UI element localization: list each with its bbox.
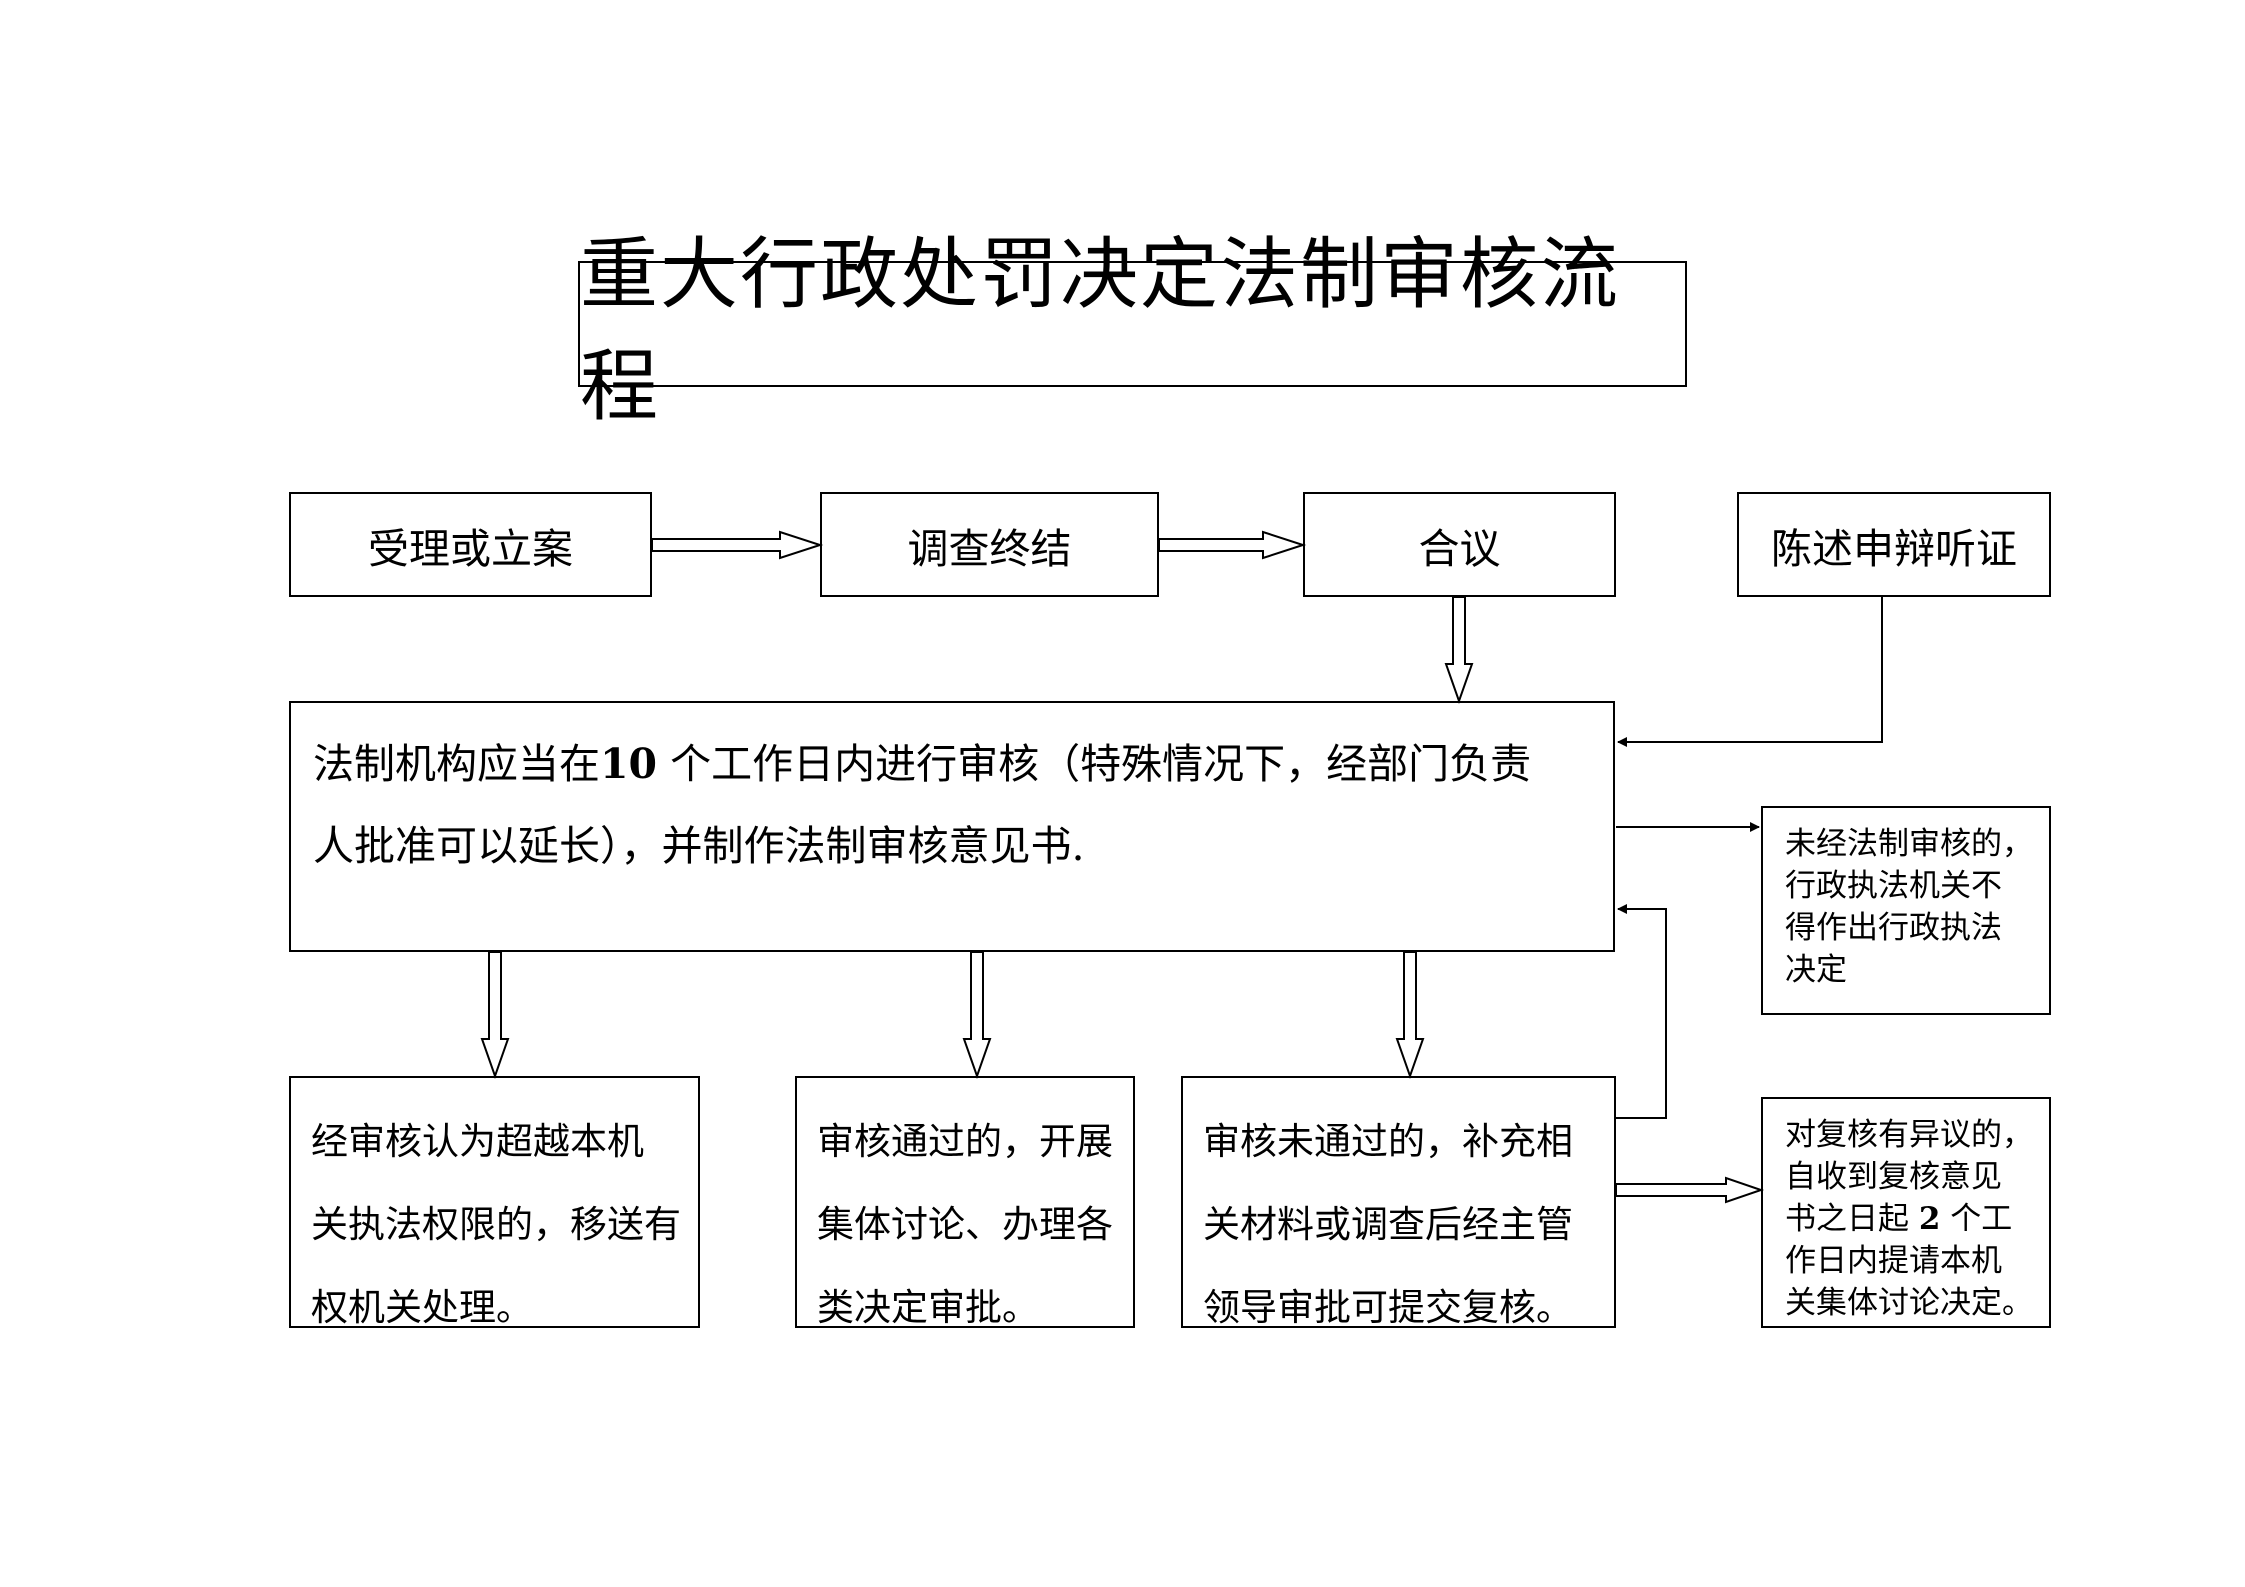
outcome-rejected-line-3: 领导审批可提交复核。 [1203, 1286, 1573, 1329]
unreviewed-note-box: 未经法制审核的， 行政执法机关不 得作出行政执法 决定 [1761, 806, 2051, 1015]
step-deliberate-box: 合议 [1303, 492, 1616, 597]
review-line-1: 法制机构应当在10 个工作日内进行审核（特殊情况下，经部门负责 [313, 723, 1593, 805]
legal-review-box: 法制机构应当在10 个工作日内进行审核（特殊情况下，经部门负责 人批准可以延长）… [289, 701, 1615, 952]
outcome-transfer-box: 经审核认为超越本机 关执法权限的，移送有 权机关处理。 [289, 1076, 700, 1329]
outcome-rejected-box: 审核未通过的，补充相 关材料或调查后经主管 领导审批可提交复核。 [1181, 1076, 1616, 1329]
objection-note-line-5: 关集体讨论决定。 [1785, 1285, 2033, 1321]
arrow-deliberate-to-review [1444, 596, 1474, 705]
objection-note-line-1: 对复核有异议的， [1785, 1117, 2033, 1153]
outcome-approved-line-3: 类决定审批。 [817, 1286, 1039, 1329]
flowchart-title: 重大行政处罚决定法制审核流程 [578, 230, 1687, 432]
outcome-transfer-line-2: 关执法权限的，移送有 [311, 1203, 681, 1246]
outcome-rejected-line-2: 关材料或调查后经主管 [1203, 1203, 1573, 1246]
arrow-review-to-transfer [480, 951, 510, 1080]
arrow-accept-to-investigate [651, 530, 824, 560]
step-investigate-label: 调查终结 [907, 524, 1072, 573]
review-line-1-a: 法制机构应当在 [313, 740, 600, 788]
review-line-2: 人批准可以延长），并制作法制审核意见书. [313, 822, 1085, 870]
objection-note-line-3: 书之日起 2 个工 [1785, 1198, 2039, 1240]
arrow-rejected-back-to-review [1616, 904, 1667, 1119]
unreviewed-note-line-3: 得作出行政执法 [1785, 910, 2002, 946]
arrow-review-to-rejected [1395, 951, 1425, 1080]
step-accept-label: 受理或立案 [368, 524, 573, 573]
arrow-review-to-approved [962, 951, 992, 1080]
unreviewed-note-line-2: 行政执法机关不 [1785, 868, 2002, 904]
step-accept-box: 受理或立案 [289, 492, 652, 597]
step-deliberate-label: 合议 [1418, 524, 1501, 573]
objection-note-box: 对复核有异议的， 自收到复核意见 书之日起 2 个工 作日内提请本机 关集体讨论… [1761, 1097, 2051, 1328]
objection-note-line-4: 作日内提请本机 [1785, 1243, 2002, 1279]
step-hearing-box: 陈述申辩听证 [1737, 492, 2051, 597]
outcome-transfer-line-1: 经审核认为超越本机 [311, 1120, 644, 1163]
unreviewed-note-line-1: 未经法制审核的， [1785, 826, 2033, 862]
arrow-rejected-to-objection [1615, 1176, 1765, 1204]
step-hearing-label: 陈述申辩听证 [1771, 524, 2017, 573]
objection-days-number: 2 [1918, 1201, 1941, 1237]
objection-note-line-3-a: 书之日起 [1785, 1201, 1919, 1237]
step-investigate-box: 调查终结 [820, 492, 1159, 597]
arrow-hearing-to-review [1617, 597, 1883, 747]
unreviewed-note-line-4: 决定 [1785, 952, 1847, 988]
outcome-approved-line-2: 集体讨论、办理各 [817, 1203, 1113, 1246]
objection-note-line-3-b: 个工 [1940, 1201, 2013, 1237]
review-days-number: 10 [600, 740, 658, 788]
review-line-1-b: 个工作日内进行审核（特殊情况下，经部门负责 [657, 740, 1532, 788]
outcome-transfer-line-3: 权机关处理。 [311, 1286, 533, 1329]
outcome-approved-line-1: 审核通过的，开展 [817, 1120, 1113, 1163]
arrow-investigate-to-deliberate [1158, 530, 1307, 560]
outcome-rejected-line-1: 审核未通过的，补充相 [1203, 1120, 1573, 1163]
outcome-approved-box: 审核通过的，开展 集体讨论、办理各 类决定审批。 [795, 1076, 1135, 1329]
objection-note-line-2: 自收到复核意见 [1785, 1159, 2002, 1195]
title-text: 重大行政处罚决定法制审核流程 [580, 230, 1621, 432]
